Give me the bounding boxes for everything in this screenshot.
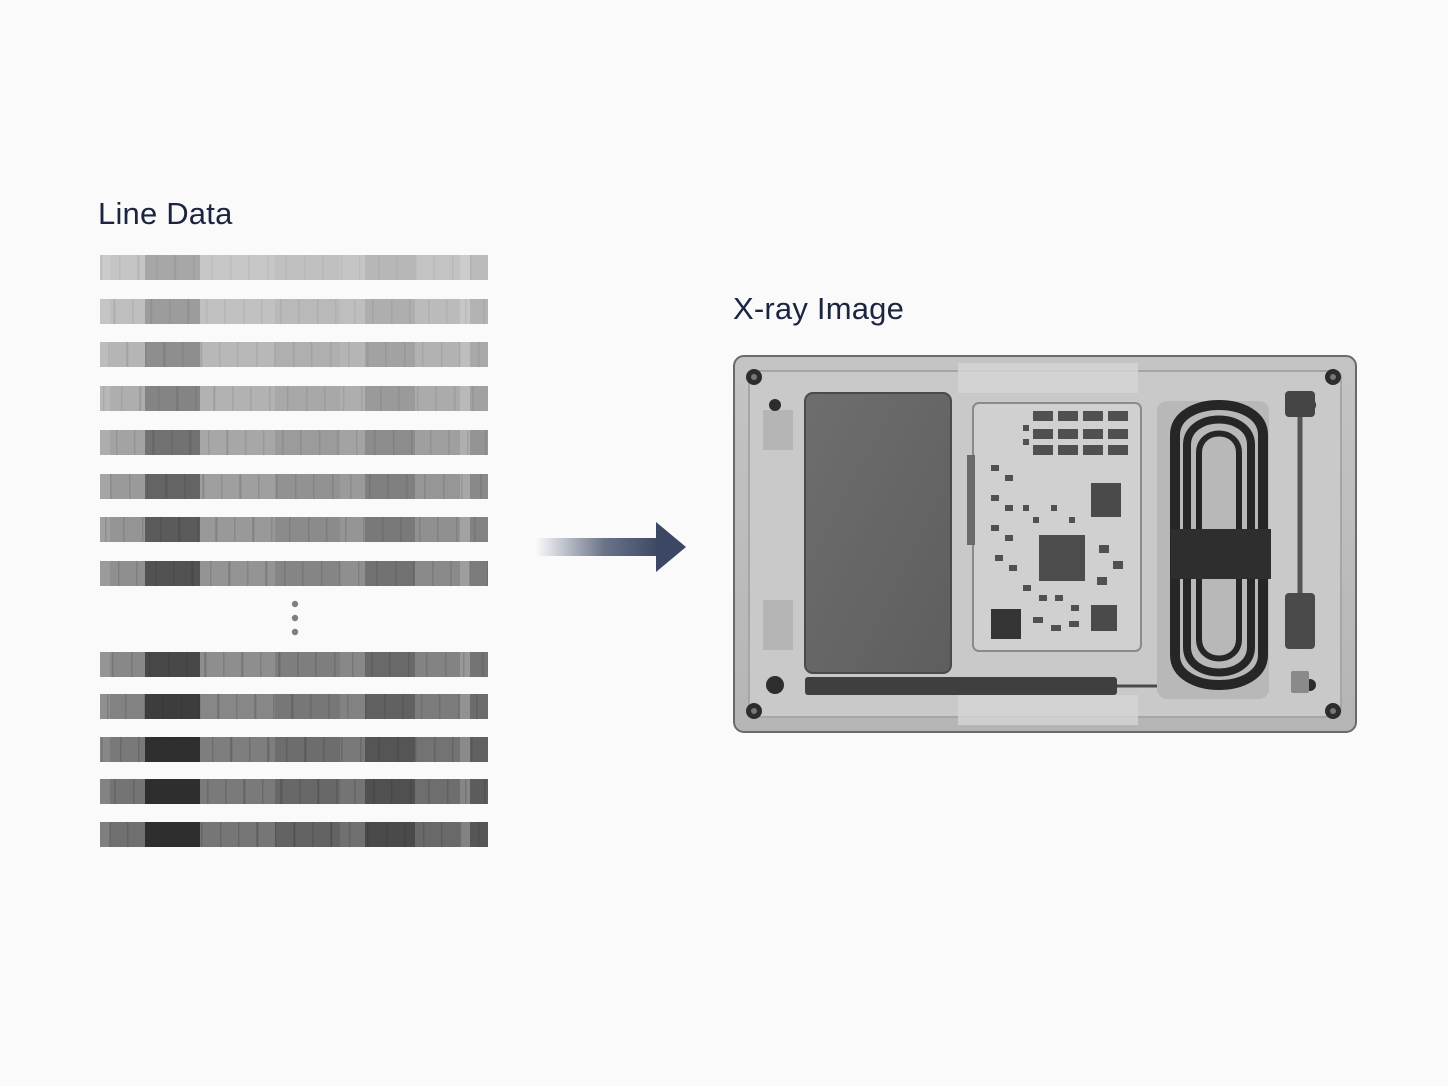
line-data-strip	[100, 298, 488, 324]
vertical-ellipsis-icon	[291, 600, 299, 636]
line-data-strip	[100, 473, 488, 499]
usb-plug	[1285, 593, 1315, 649]
tape-strip	[763, 410, 793, 450]
usb-connector	[1285, 391, 1315, 417]
pcb-connector	[967, 455, 975, 545]
cable-tie	[1171, 529, 1271, 579]
xray-image	[733, 355, 1357, 733]
tape-strip	[958, 363, 1138, 393]
arrow-right-icon	[536, 522, 686, 572]
line-data-strip	[100, 517, 488, 543]
pcb-components	[991, 411, 1128, 639]
line-data-strip	[100, 429, 488, 455]
tape-strip	[958, 695, 1138, 725]
line-data-strip	[100, 560, 488, 586]
line-data-strip	[100, 255, 488, 280]
line-data-strip	[100, 736, 488, 762]
bottom-bar	[805, 677, 1117, 695]
line-data-title: Line Data	[98, 196, 233, 231]
line-data-strip	[100, 652, 488, 677]
line-data-strip	[100, 779, 488, 805]
battery	[804, 392, 952, 674]
coiled-cable	[1170, 400, 1268, 690]
xray-image-title: X-ray Image	[733, 291, 905, 326]
line-data-strip	[100, 342, 488, 368]
line-data-strip	[100, 694, 488, 720]
tape-strip	[763, 600, 793, 650]
line-data-strip	[100, 821, 488, 847]
line-data-strip	[100, 386, 488, 412]
